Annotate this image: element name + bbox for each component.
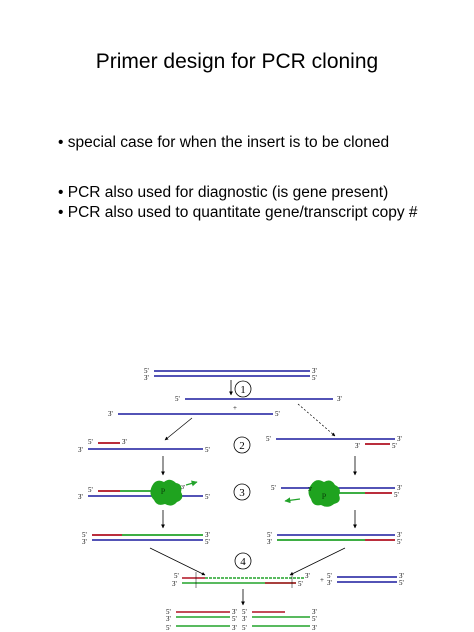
svg-text:5': 5' — [88, 486, 93, 494]
svg-text:5': 5' — [174, 572, 179, 580]
step-1-circle: 1 — [234, 380, 252, 398]
svg-text:3: 3 — [239, 487, 245, 499]
annealing-right: 5' 3' 3' 5' — [266, 435, 402, 450]
svg-text:3': 3' — [337, 395, 342, 403]
plus-sign: + — [233, 404, 237, 412]
step-2-circle: 2 — [233, 436, 251, 454]
page-title: Primer design for PCR cloning — [95, 50, 379, 73]
template-dsdna: 5' 3' 3' 5' — [144, 367, 317, 382]
bullet-quantitate: • PCR also used to quantitate gene/trans… — [58, 204, 418, 221]
svg-text:5': 5' — [205, 493, 210, 501]
extension-left: 5' 3' 5' P 3' — [78, 479, 210, 506]
svg-text:5': 5' — [242, 624, 247, 632]
svg-text:3': 3' — [172, 580, 177, 588]
svg-text:3': 3' — [312, 608, 317, 616]
svg-text:5': 5' — [166, 624, 171, 632]
svg-text:3': 3' — [122, 438, 127, 446]
svg-text:5': 5' — [242, 608, 247, 616]
bullet-insert-cloning: • special case for when the insert is to… — [58, 134, 390, 151]
svg-text:2: 2 — [239, 440, 245, 452]
polymerase-blob — [150, 479, 183, 506]
svg-text:3': 3' — [397, 531, 402, 539]
svg-text:5': 5' — [298, 580, 303, 588]
svg-text:3': 3' — [166, 615, 171, 623]
svg-text:5': 5' — [266, 435, 271, 443]
svg-text:3': 3' — [232, 624, 237, 632]
bullet-diagnostic: • PCR also used for diagnostic (is gene … — [58, 184, 389, 201]
end-label: 5' — [144, 367, 149, 375]
svg-text:3': 3' — [78, 493, 83, 501]
product-right: 5' 3' 3' 5' — [267, 531, 402, 546]
svg-text:5': 5' — [88, 438, 93, 446]
svg-text:5': 5' — [175, 395, 180, 403]
step-3-circle: 3 — [233, 483, 251, 501]
svg-text:3': 3' — [355, 442, 360, 450]
svg-text:3': 3' — [397, 484, 402, 492]
svg-text:3': 3' — [399, 572, 404, 580]
polymerase-label: P — [161, 487, 166, 496]
svg-text:5': 5' — [271, 484, 276, 492]
svg-text:3': 3' — [232, 608, 237, 616]
svg-text:5': 5' — [327, 572, 332, 580]
svg-text:3': 3' — [267, 538, 272, 546]
pcr-cloning-diagram: 5' 3' 3' 5' 1 5' 3' + 3' 5' 2 5' 3' 3' 5… — [78, 367, 404, 632]
svg-text:5': 5' — [205, 538, 210, 546]
svg-text:3': 3' — [82, 538, 87, 546]
svg-text:5': 5' — [232, 615, 237, 623]
annealing-left: 5' 3' 3' 5' — [78, 438, 210, 454]
plus-sign: + — [320, 576, 324, 584]
svg-text:5': 5' — [267, 531, 272, 539]
svg-text:3': 3' — [327, 579, 332, 587]
svg-text:3': 3' — [242, 615, 247, 623]
product-left: 5' 3' 3' 5' — [82, 531, 210, 546]
cycle-2-strands: 5' 3' 3' 5' + 5' 3' 3' 5' — [172, 572, 404, 588]
svg-text:3': 3' — [397, 435, 402, 443]
end-label: 3' — [312, 367, 317, 375]
step-4-circle: 4 — [234, 552, 252, 570]
svg-text:5': 5' — [394, 491, 399, 499]
svg-text:1: 1 — [240, 384, 246, 396]
svg-text:5': 5' — [392, 442, 397, 450]
svg-text:3': 3' — [181, 485, 185, 491]
end-label: 5' — [312, 374, 317, 382]
denatured-strands: 5' 3' + 3' 5' — [108, 395, 342, 418]
svg-text:3': 3' — [78, 446, 83, 454]
svg-text:4: 4 — [240, 556, 246, 568]
svg-text:5': 5' — [275, 410, 280, 418]
svg-text:3': 3' — [308, 487, 312, 493]
polymerase-label: P — [322, 492, 327, 501]
svg-text:5': 5' — [312, 615, 317, 623]
svg-text:5': 5' — [399, 579, 404, 587]
extension-right: 5' 3' 5' P 3' — [271, 480, 402, 507]
svg-text:5': 5' — [166, 608, 171, 616]
svg-text:5': 5' — [205, 446, 210, 454]
svg-text:3': 3' — [108, 410, 113, 418]
svg-text:3': 3' — [312, 624, 317, 632]
final-products: 5' 3' 3' 5' 5' 3' 3' 5' 5' 3' 5' 3' — [166, 608, 317, 632]
svg-text:3': 3' — [305, 572, 310, 580]
svg-text:3': 3' — [205, 531, 210, 539]
end-label: 3' — [144, 374, 149, 382]
svg-text:5': 5' — [82, 531, 87, 539]
polymerase-blob — [308, 480, 340, 507]
svg-text:5': 5' — [397, 538, 402, 546]
